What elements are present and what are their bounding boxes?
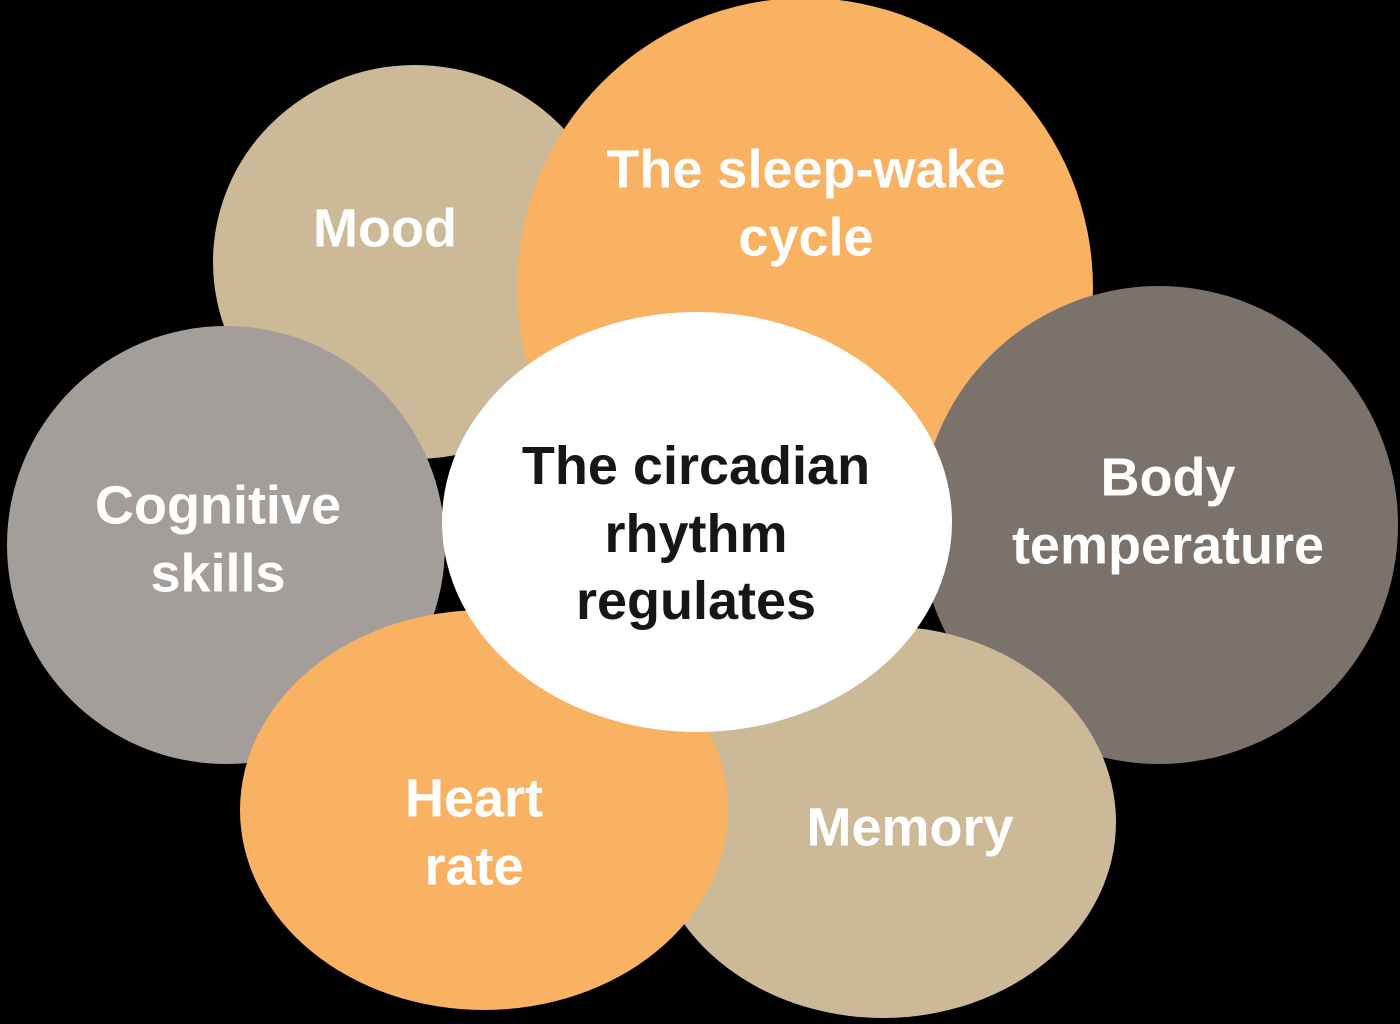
circle-center-hub	[442, 312, 952, 732]
